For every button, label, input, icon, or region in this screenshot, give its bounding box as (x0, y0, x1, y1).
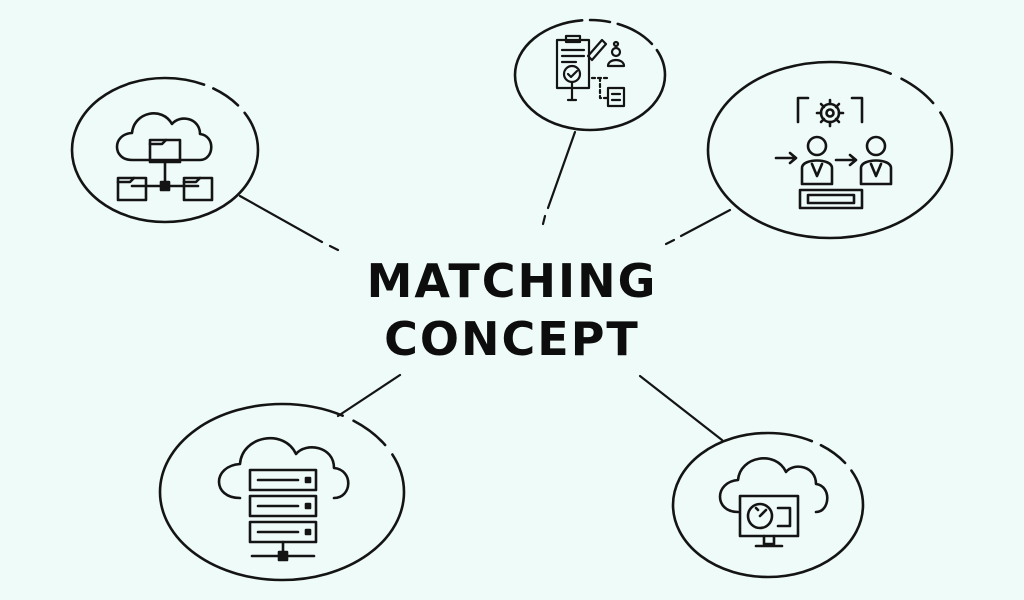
connector-top-right (664, 208, 732, 246)
node-circle (158, 402, 406, 582)
connector-top-left (238, 194, 340, 252)
node-checklist-team (513, 18, 667, 132)
node-circle (70, 76, 260, 224)
cloud-monitor-gauge-icon (718, 457, 829, 548)
node-cloud-server (158, 402, 406, 582)
title-line-1: MATCHING (366, 254, 658, 308)
gear-people-transfer-icon (774, 96, 893, 210)
connector-bottom-right (638, 374, 724, 442)
cloud-server-stack-icon (217, 436, 350, 562)
node-circle (706, 60, 954, 240)
cloud-folder-network-icon (115, 112, 214, 202)
node-cloud-monitor (671, 431, 865, 579)
connector-lines (238, 130, 732, 442)
title-line-2: CONCEPT (384, 312, 640, 366)
connector-bottom-left (336, 373, 402, 418)
node-circle (671, 431, 865, 579)
connector-top (541, 130, 577, 226)
node-circle (513, 18, 667, 132)
node-cloud-folders (70, 76, 260, 224)
node-people-transfer (706, 60, 954, 240)
clipboard-checklist-team-icon (555, 34, 626, 108)
